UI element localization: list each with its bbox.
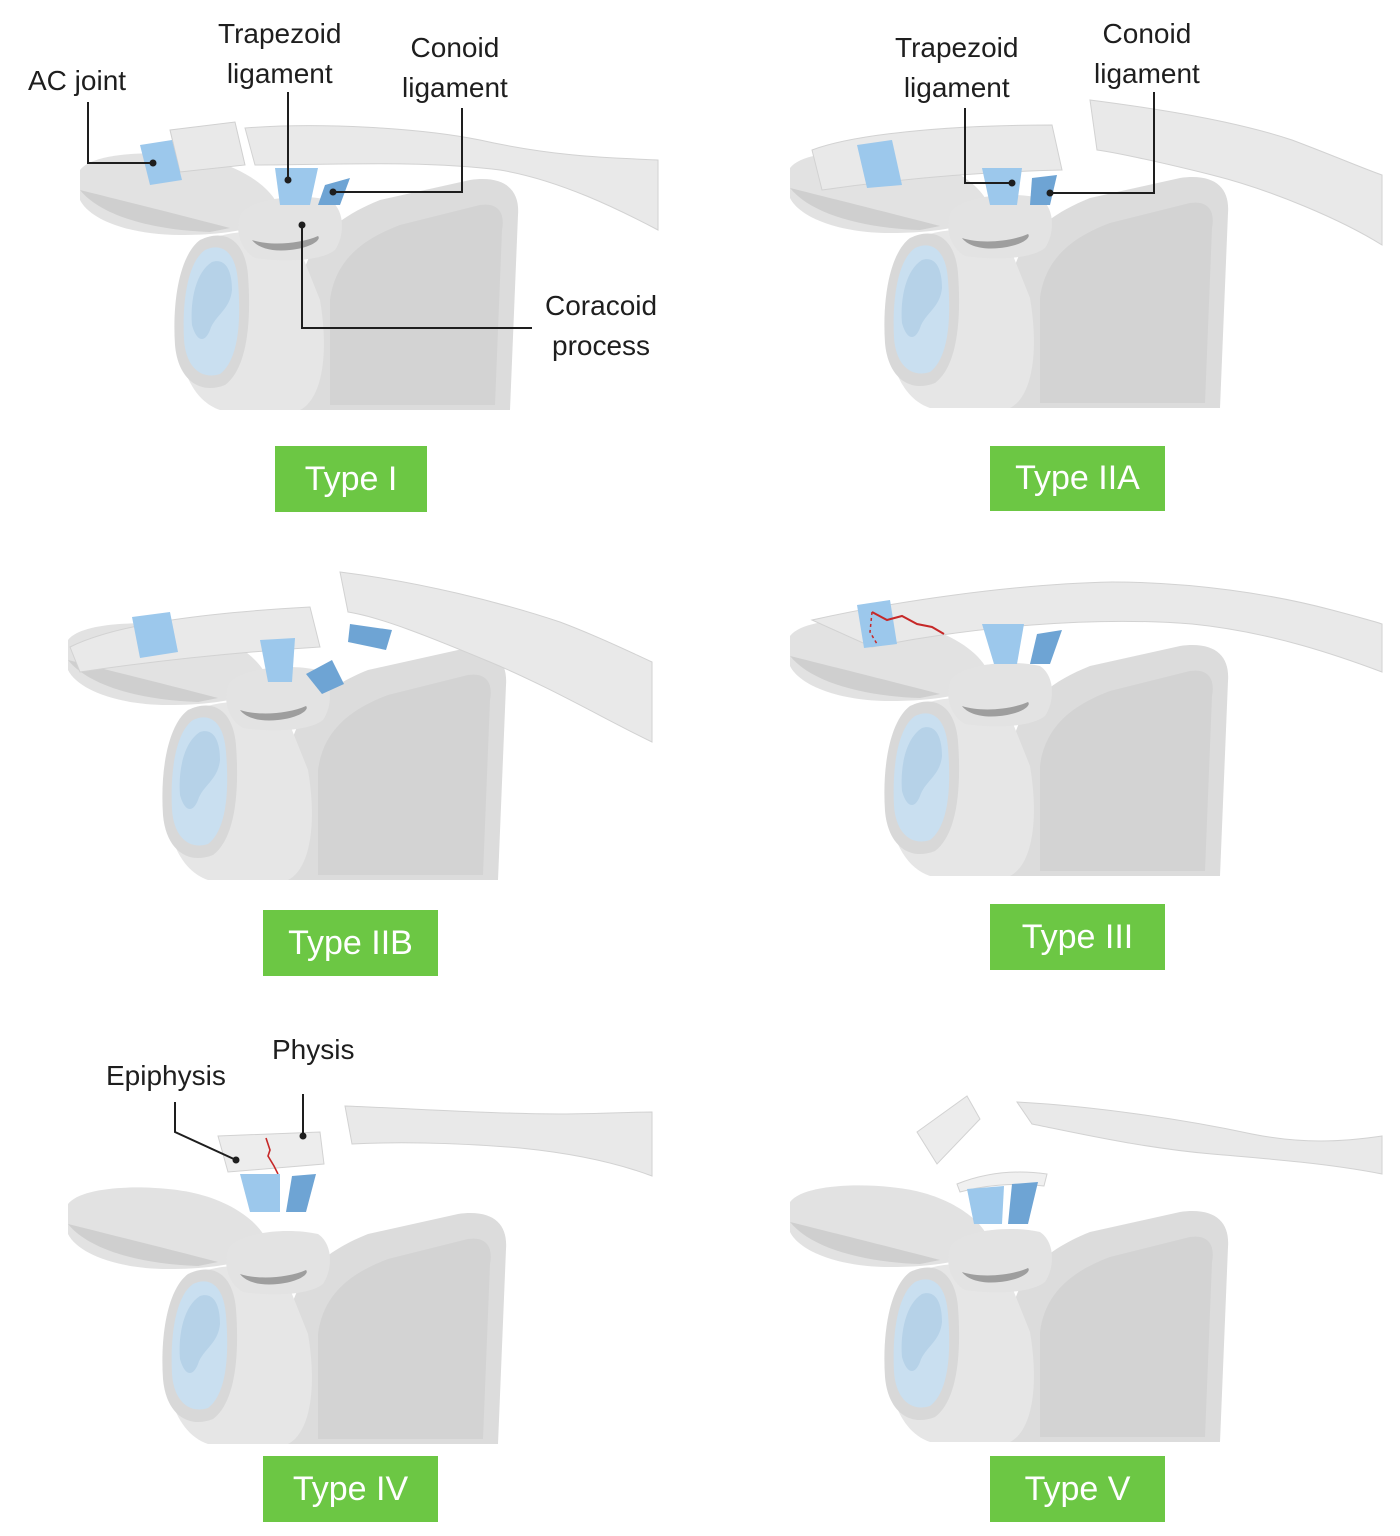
ac-joint-capsule xyxy=(857,600,897,648)
trapezoid-ligament xyxy=(967,1186,1004,1224)
shoulder-illustration xyxy=(80,92,659,410)
type-badge: Type I xyxy=(275,446,427,512)
conoid-ligament-stub xyxy=(348,624,392,650)
type-badge: Type IV xyxy=(263,1456,438,1522)
epiphysis-label: Epiphysis xyxy=(106,1060,226,1091)
shoulder-illustration xyxy=(790,1095,1383,1442)
type-badge: Type IIB xyxy=(263,910,438,976)
clavicle-epiphysis xyxy=(217,1131,325,1173)
shoulder-illustration xyxy=(790,92,1383,408)
conoid-ligament xyxy=(306,660,344,694)
clavicle-lateral xyxy=(169,121,246,173)
shoulder-illustration xyxy=(790,581,1383,876)
clavicle-lateral-fragment xyxy=(916,1095,981,1165)
type-badge: Type III xyxy=(990,904,1165,970)
clavicle xyxy=(1016,1101,1383,1175)
conoid-ligament xyxy=(286,1174,316,1212)
fracture-line xyxy=(265,1137,279,1175)
trapezoid-ligament xyxy=(982,624,1024,664)
clavicle xyxy=(344,1105,653,1177)
clavicle xyxy=(810,581,1383,673)
clavicle xyxy=(339,571,653,743)
clavicle xyxy=(244,125,659,231)
panel-type-iii: Type III xyxy=(712,512,1400,1024)
trapezoid-ligament xyxy=(240,1174,280,1212)
leader-lines xyxy=(87,92,532,329)
panel-type-iv: Epiphysis Physis Type IV xyxy=(0,1024,700,1536)
physis-label: Physis xyxy=(272,1034,355,1065)
type-badge: Type IIA xyxy=(990,446,1165,511)
leader-lines xyxy=(964,92,1155,194)
conoid-ligament xyxy=(1008,1182,1038,1224)
ac-joint-capsule xyxy=(857,140,902,188)
trapezoid-ligament xyxy=(260,638,295,682)
ac-joint-capsule xyxy=(140,140,182,185)
ac-joint-label: AC joint xyxy=(28,65,127,96)
clavicle xyxy=(1089,99,1383,246)
conoid-ligament xyxy=(1030,175,1057,205)
type-badge: Type V xyxy=(990,1456,1165,1522)
fracture-line xyxy=(869,611,878,645)
panel-type-v: Type V xyxy=(712,1024,1400,1536)
trapezoid-ligament xyxy=(275,168,318,205)
shoulder-illustration xyxy=(68,1094,653,1444)
conoid-ligament xyxy=(1030,630,1062,664)
panel-type-iib: Type IIB xyxy=(0,512,700,1024)
ac-joint-capsule xyxy=(132,612,178,658)
fracture-line xyxy=(871,611,945,635)
shoulder-illustration xyxy=(68,571,653,880)
leader-lines xyxy=(174,1094,304,1161)
trapezoid-ligament xyxy=(982,168,1022,205)
